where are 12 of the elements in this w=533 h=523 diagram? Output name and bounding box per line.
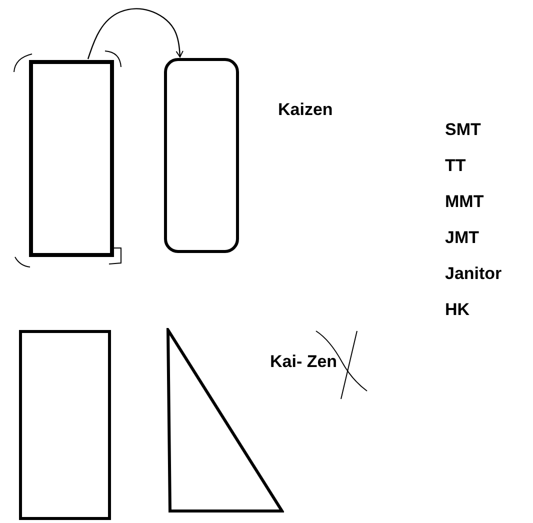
curved-arrow bbox=[87, 8, 184, 60]
word-label: Kai- Zen bbox=[270, 352, 338, 372]
rectangle-shape bbox=[19, 330, 111, 520]
list-item: MMT bbox=[445, 192, 484, 212]
word-label: Kaizen bbox=[278, 100, 333, 120]
list-item: TT bbox=[445, 156, 466, 176]
list-item: SMT bbox=[445, 120, 481, 140]
list-item: JMT bbox=[445, 228, 479, 248]
list-item: Janitor bbox=[445, 264, 502, 284]
rounded-rectangle-shape bbox=[164, 58, 239, 253]
rectangle-shape bbox=[29, 60, 114, 257]
list-item: HK bbox=[445, 300, 470, 320]
